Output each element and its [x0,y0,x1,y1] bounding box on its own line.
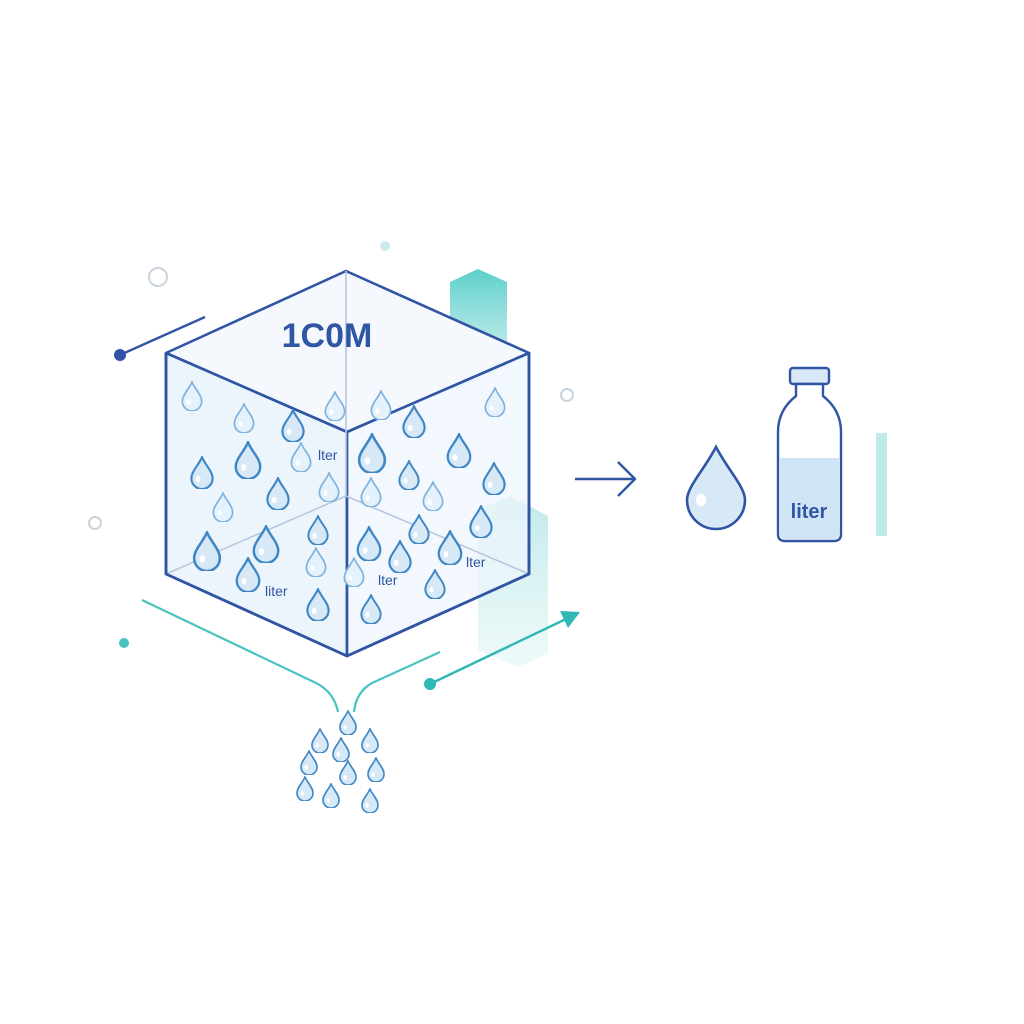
decor-ring-1 [148,267,168,287]
pointer-line-left [114,315,206,361]
falling-drops [296,710,385,813]
cube-label-2: liter [265,583,288,599]
decor-ring-2 [560,388,574,402]
cube-title: 1C0M [282,317,373,355]
bottle-label: liter [791,501,828,523]
decor-dot-2 [119,638,129,648]
teal-arrow [424,611,580,690]
arrow-right-icon [575,461,637,497]
bottle-icon [776,366,843,543]
cube-label-1: lter [318,447,338,463]
cube-label-4: lter [466,554,486,570]
funnel-lines [141,599,441,713]
water-drop-icon [685,444,747,531]
decor-ring-3 [88,516,102,530]
cube-label-3: lter [378,572,398,588]
teal-bar [876,433,887,536]
decor-dot-1 [380,241,390,251]
